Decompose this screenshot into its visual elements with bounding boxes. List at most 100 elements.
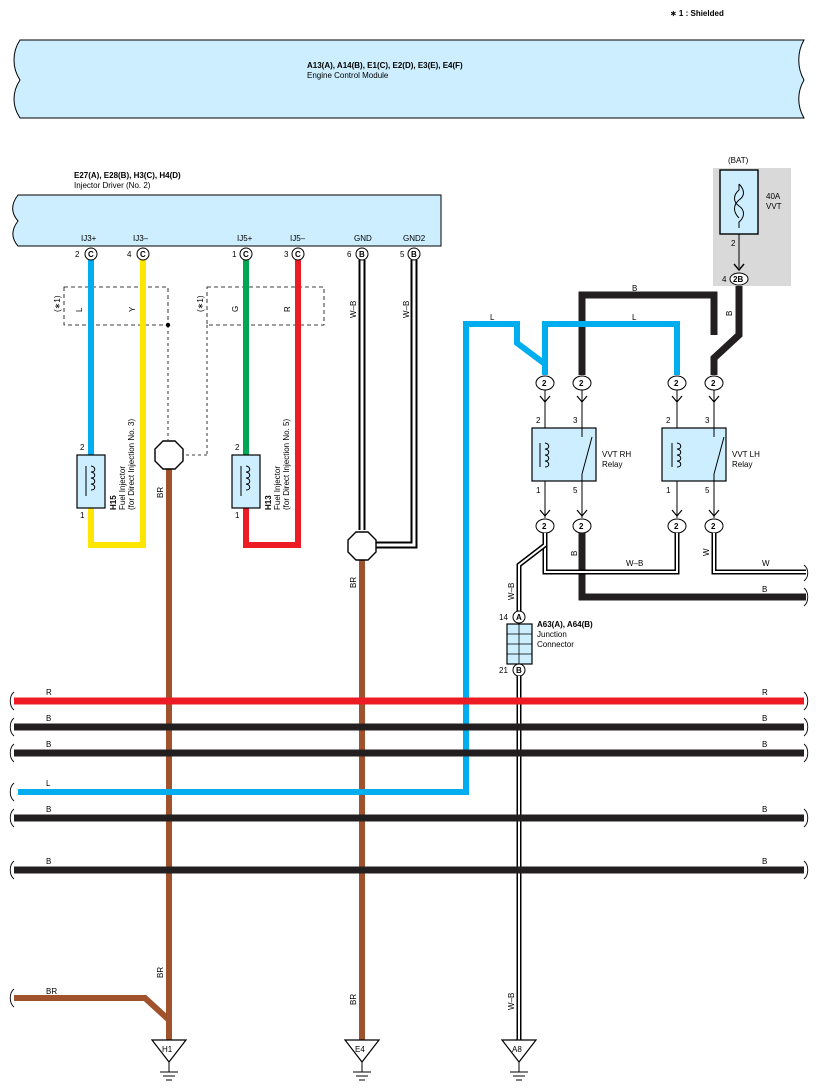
wire-label-l: L [75, 307, 84, 312]
relay-body [661, 427, 727, 482]
fuse-conn: 2B [733, 275, 743, 284]
pin-label-ij3-plus: IJ3+ [81, 234, 97, 243]
injector-body [76, 454, 106, 509]
wire-label-r: R [283, 306, 292, 312]
fuse-conn-num: 4 [722, 275, 727, 284]
junction-conn-top: A [516, 613, 522, 622]
injector-name: Fuel Injector [118, 466, 127, 510]
ground-label: H1 [162, 1045, 173, 1054]
pin-num-ij5-plus: 1 [232, 250, 237, 259]
wire-label-b3-left: B [46, 805, 51, 814]
wire-label-b1-left: B [46, 714, 51, 723]
wire-label-b1-right: B [762, 714, 767, 723]
conn-num: 2 [542, 522, 547, 531]
wire-wb-relay-rh [516, 533, 548, 612]
relay-pin-bl: 1 [536, 486, 541, 495]
fuse-icon [734, 183, 744, 228]
conn-num: 2 [674, 522, 679, 531]
coil-icon [240, 465, 251, 496]
pin-label-gnd: GND [354, 234, 372, 243]
relay-pin-tr: 3 [705, 416, 710, 425]
injector-pin-bottom: 1 [235, 511, 240, 520]
shield-junction-dot [165, 322, 171, 328]
relay-name2: Relay [732, 460, 752, 469]
injector-code: H13 [264, 495, 273, 510]
wire-w-relay-lh-inner [713, 533, 806, 573]
conn-num: 2 [542, 379, 547, 388]
conn-letter: C [243, 250, 249, 259]
pin-num-ij3-minus: 4 [127, 250, 132, 259]
injector-h13: 2 1 H13 Fuel Injector (for Direct Inject… [231, 419, 291, 520]
conn-num: 2 [579, 522, 584, 531]
splice-octagon-2 [347, 531, 377, 561]
wire-w-relay-lh [711, 533, 806, 575]
ecm-code: A13(A), A14(B), E1(C), E2(D), E3(E), E4(… [307, 61, 463, 70]
arrow-icon [539, 395, 720, 403]
wire-label-l-bus: L [46, 779, 51, 788]
pin-label-ij3-minus: IJ3– [133, 234, 149, 243]
relay-name2: Relay [602, 460, 622, 469]
wire-wb-relay-lh-inner [544, 533, 678, 573]
injector-driver-code: E27(A), E28(B), H3(C), H4(D) [74, 171, 181, 180]
shield-label-1: (∗1) [53, 295, 62, 312]
connector-icon [512, 610, 526, 624]
wire-label-br-1: BR [156, 487, 165, 498]
pin-num-ij5-minus: 3 [284, 250, 289, 259]
wire-label-b-out-2: B [762, 585, 767, 594]
conn-num: 2 [674, 379, 679, 388]
relay-vvt-rh: 2 3 1 5 VVT RH Relay [531, 416, 631, 495]
wire-label-wb-junction: W–B [507, 583, 516, 600]
pin-num-gnd: 6 [347, 250, 352, 259]
wire-br-left [14, 995, 172, 1023]
wire-l-relay [542, 321, 680, 375]
wire-label-b2-right: B [762, 740, 767, 749]
ground-label: E4 [355, 1045, 365, 1054]
wire-gnd2-wb-inner [376, 260, 416, 547]
junction-connector: A 14 B 21 A63(A), A64(B) Junction Connec… [499, 610, 593, 677]
ecm-name: Engine Control Module [307, 71, 389, 80]
injector-driver-box [12, 194, 442, 247]
wire-label-l-2: L [490, 313, 495, 322]
wire-label-b-top: B [632, 284, 637, 293]
splice-octagon-1 [154, 440, 184, 470]
wire-wb-relay-lh [542, 533, 680, 575]
injector-name: Fuel Injector [273, 466, 282, 510]
ground-a8: A8 [500, 1039, 538, 1081]
wire-label-b4-left: B [46, 857, 51, 866]
injector-sub: (for Direct Injection No. 3) [127, 419, 136, 510]
relay-pin-tl: 2 [536, 416, 541, 425]
wire-label-wb-a8: W–B [507, 993, 516, 1010]
conn-letter: C [140, 250, 146, 259]
wire-label-b4-right: B [762, 857, 767, 866]
junction-name: Junction [537, 630, 567, 639]
injector-body [231, 454, 261, 509]
pin-label-ij5-minus: IJ5– [290, 234, 306, 243]
driver-pin-connectors: C C C C B B [84, 247, 421, 261]
wire-ij3-minus-yellow [88, 260, 146, 548]
wire-label-w: W [702, 548, 711, 556]
conn-num: 2 [711, 522, 716, 531]
wire-label-l-3: L [632, 313, 637, 322]
break-marks [9, 564, 809, 1008]
connector-icon [136, 247, 150, 261]
wire-label-y: Y [128, 306, 137, 312]
connector-icon [291, 247, 305, 261]
junction-pin-top: 14 [499, 613, 508, 622]
coil-icon [671, 442, 682, 468]
ground-triangle [343, 1039, 381, 1063]
pin-label-gnd2: GND2 [403, 234, 426, 243]
fuse-name: VVT [766, 202, 782, 211]
ground-icon [353, 1062, 371, 1081]
wire-label-br-4: BR [349, 994, 358, 1005]
relay-vvt-lh: 2 3 1 5 VVT LH Relay [661, 416, 760, 495]
ground-e4: E4 [343, 1039, 381, 1081]
wire-wb-relay-rh-inner [518, 533, 546, 612]
wire-label-br-5: BR [46, 987, 57, 996]
wire-label-b-fuse: B [725, 311, 734, 316]
injector-sub: (for Direct Injection No. 5) [282, 419, 291, 510]
ecm-box [13, 39, 805, 119]
wire-b-fuse [710, 286, 743, 375]
injector-pin-top: 2 [80, 443, 85, 452]
wire-label-b3-right: B [762, 805, 767, 814]
